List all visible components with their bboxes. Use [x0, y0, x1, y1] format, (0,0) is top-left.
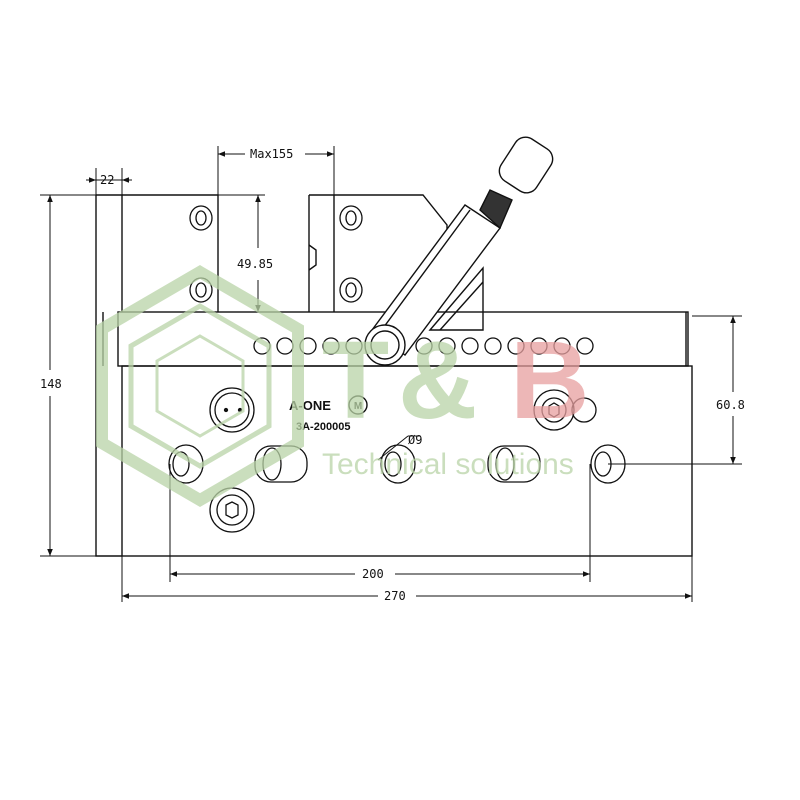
- dim-hole-d9: Ø9: [408, 433, 422, 447]
- brand-mark: M: [354, 401, 362, 412]
- base-features: [168, 387, 626, 533]
- dim-22: 22: [100, 173, 114, 187]
- dimension-lines: [40, 146, 742, 602]
- lever-handle: [364, 136, 554, 366]
- watermark-initial-left: T: [322, 319, 389, 442]
- watermark-initial-right: B: [510, 319, 589, 442]
- jaw-screws: [189, 205, 363, 303]
- dim-49-85: 49.85: [237, 257, 273, 271]
- dim-200: 200: [362, 567, 384, 581]
- dim-60-8: 60.8: [716, 398, 745, 412]
- watermark-hexagon-icon: [96, 265, 304, 507]
- watermark: T & B Technical solutions: [96, 265, 589, 507]
- watermark-tagline: Technical solutions: [322, 448, 574, 481]
- model-number: 3A-200005: [296, 421, 350, 433]
- watermark-ampersand: &: [398, 319, 477, 442]
- wedge-block: [428, 266, 484, 331]
- dim-148: 148: [40, 377, 62, 391]
- dim-max155: Max155: [250, 147, 293, 161]
- vise-body: [95, 194, 693, 557]
- dimension-texts: 22 Max155 49.85 148 60.8 Ø9 200 270: [40, 147, 745, 603]
- dim-270: 270: [384, 589, 406, 603]
